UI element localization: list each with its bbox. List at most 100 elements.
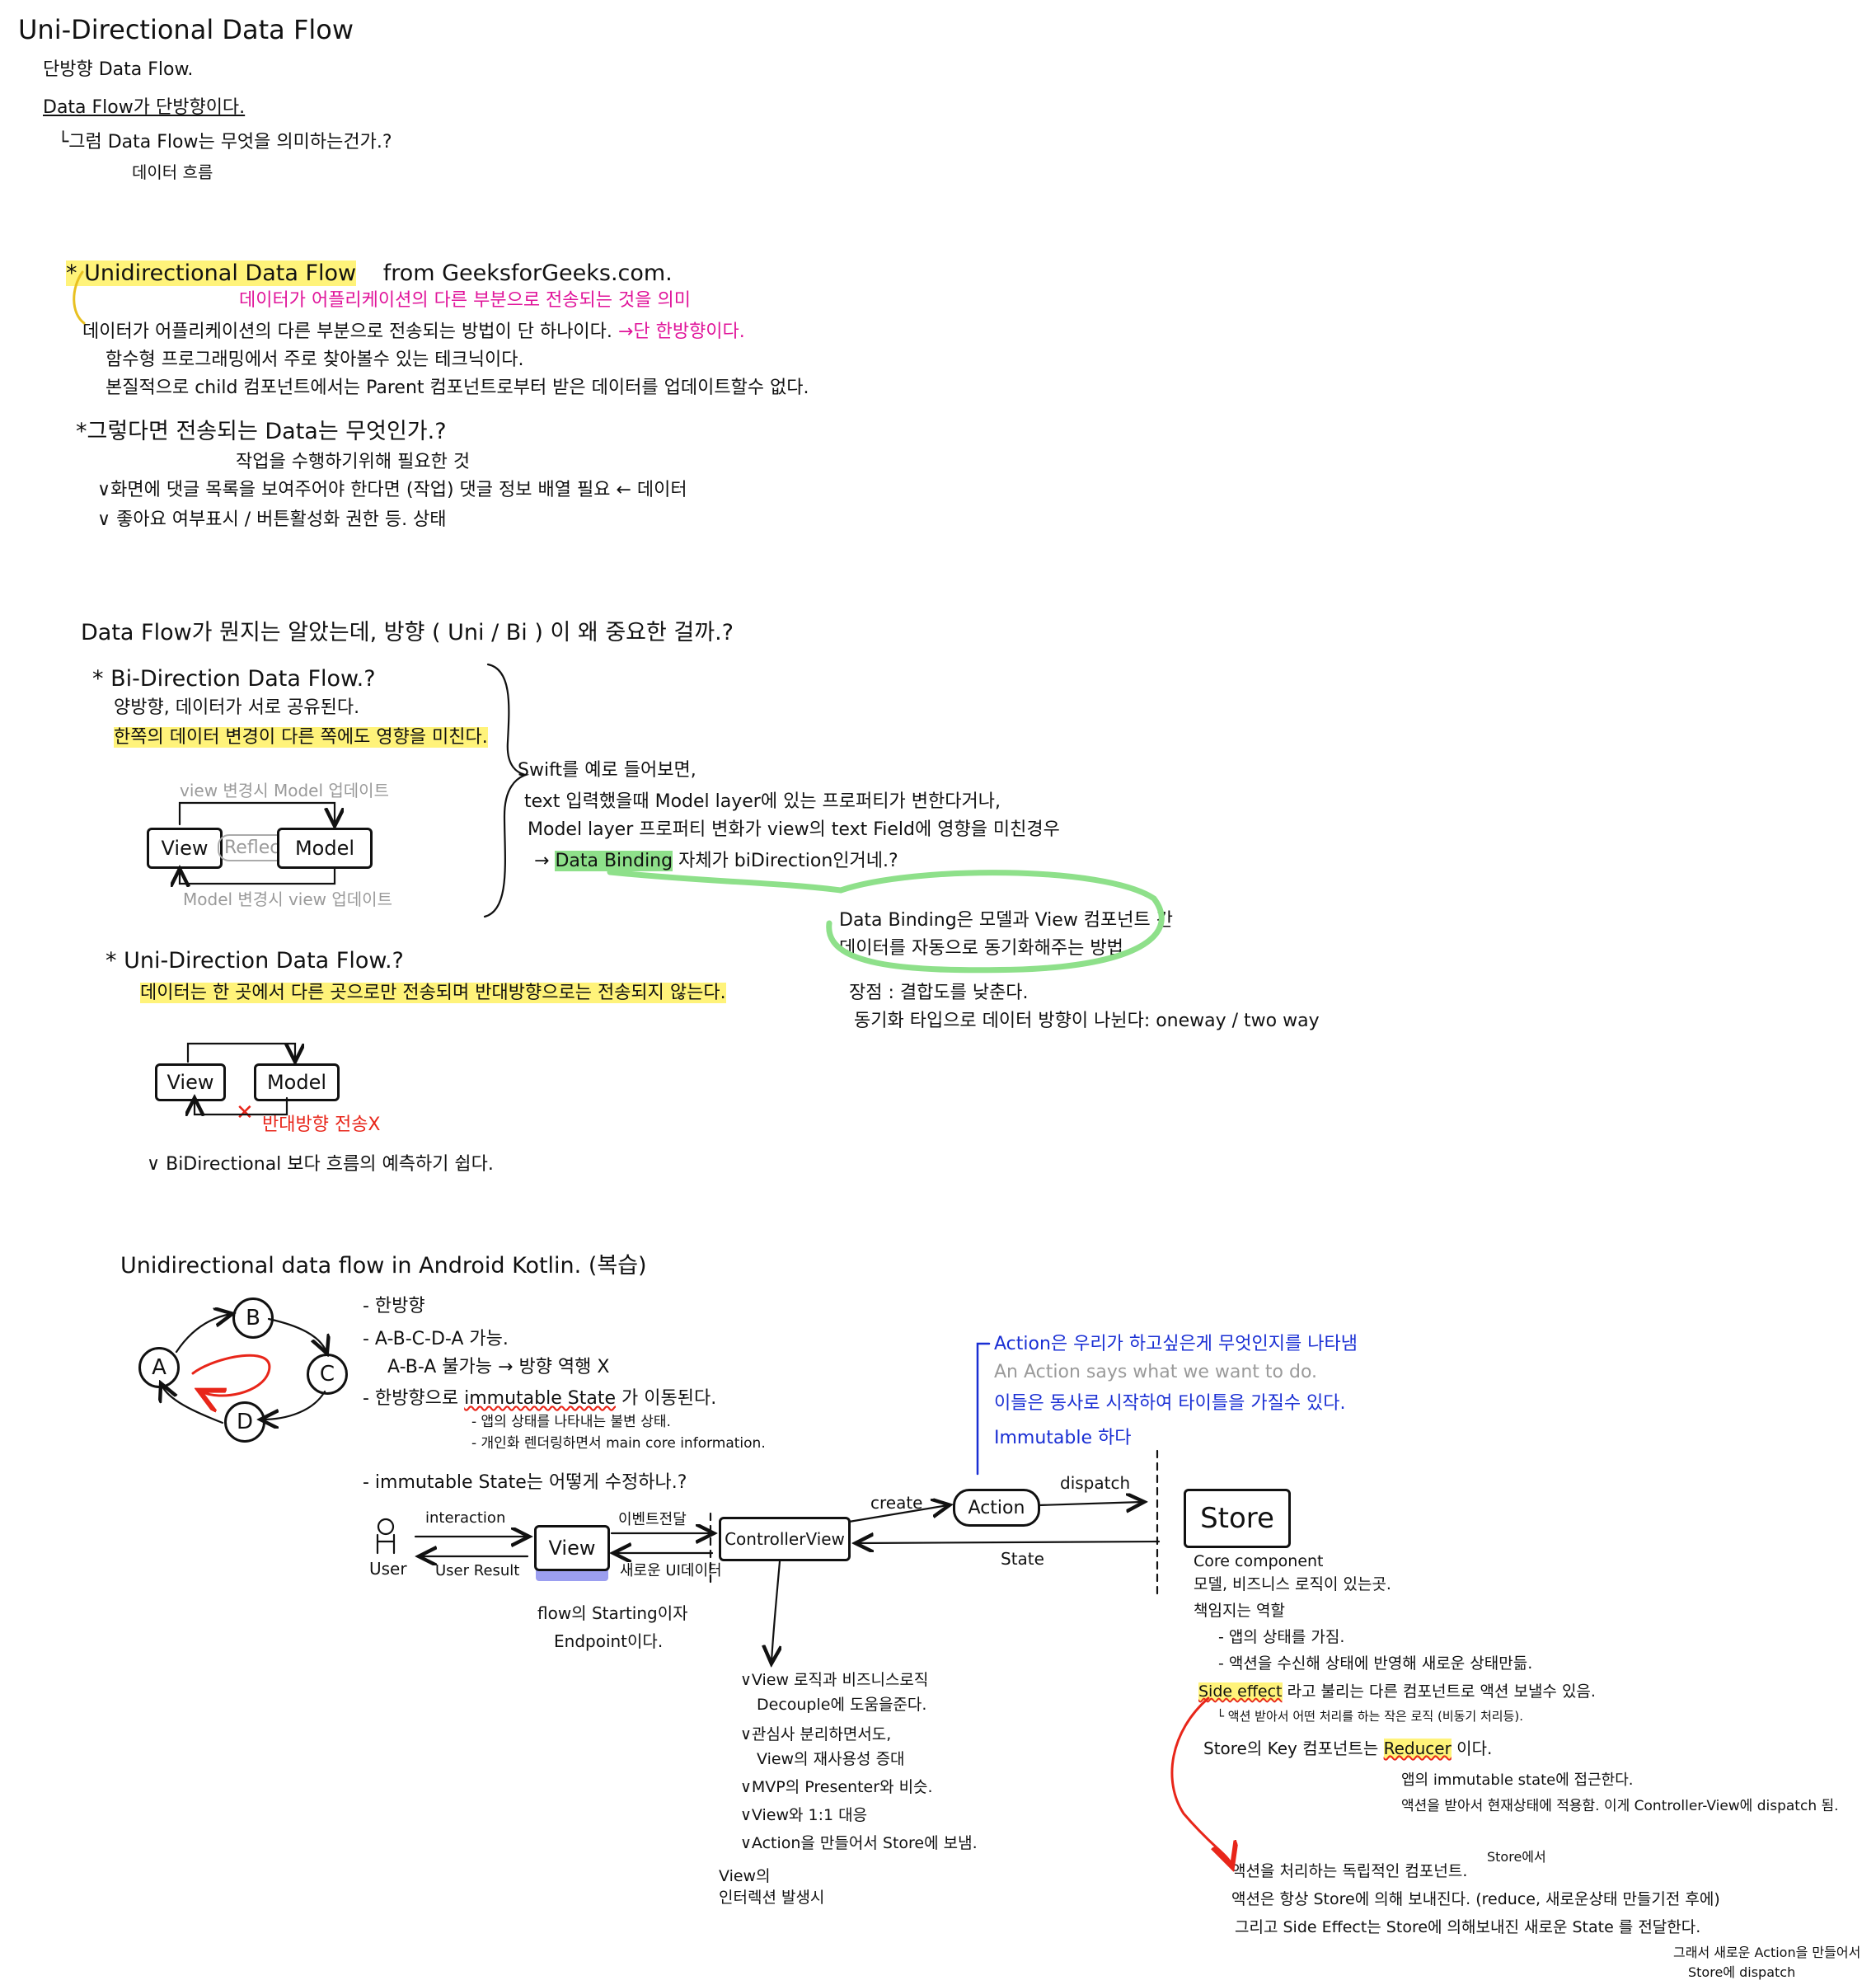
bi-reflect-label: Reflect [218,834,293,862]
store-note: 모델, 비즈니스 로직이 있는곳. [1194,1575,1391,1593]
create-label: create [870,1493,923,1513]
view-note: flow의 Starting이자 [537,1603,688,1623]
store-side-effect: Side effect 라고 불리는 다른 컴포넌트로 액션 보낼수 있음. [1198,1682,1596,1701]
action-box: Action [953,1489,1040,1527]
event-label: 이벤트전달 [618,1511,687,1528]
swift-line: → Data Binding 자체가 biDirection인거네.? [534,851,898,871]
controller-view-box: ControllerView [719,1517,851,1561]
cv-note: ∨View와 1:1 대응 [740,1806,868,1824]
reducer-note: 앱의 immutable state에 접근한다. [1401,1771,1634,1789]
android-sub-bullet: - 앱의 상태를 나타내는 불변 상태. [471,1414,671,1430]
bubble-line: 데이터를 자동으로 동기화해주는 방법 [839,938,1123,959]
store-key-pre: Store의 Key 컴포넌트는 [1203,1739,1379,1758]
store-key-post: 이다. [1456,1739,1493,1758]
cv-note: ∨관심사 분리하면서도, [740,1725,892,1743]
view-box: View [534,1525,610,1571]
bi-title: * Bi-Direction Data Flow.? [92,666,376,692]
store-key: Store의 Key 컴포넌트는 Reducer 이다. [1203,1739,1492,1758]
page-title: Uni-Directional Data Flow [18,14,354,45]
android-bullet: - A-B-C-D-A 가능. [363,1329,509,1349]
side-effect-note: 액션을 처리하는 독립적인 컴포넌트. [1231,1862,1468,1880]
side-effect-desc: 라고 불리는 다른 컴포넌트로 액션 보낼수 있음. [1287,1682,1596,1701]
header-line: 단방향 Data Flow. [43,59,194,80]
header-line: 데이터 흐름 [132,162,213,182]
swift-arrow: → [534,851,550,871]
geeks-definition: 데이터가 어플리케이션의 다른 부분으로 전송되는 것을 의미 [239,290,691,311]
user-label: User [369,1559,407,1579]
reducer-note: 액션을 받아서 현재상태에 적용함. 이게 Controller-View에 d… [1401,1798,1839,1814]
bi-model-box: Model [277,828,373,869]
data-binding-highlight: Data Binding [555,851,673,871]
header-line: └그럼 Data Flow는 무엇을 의미하는건가.? [58,132,392,153]
geeks-line-text: 데이터가 어플리케이션의 다른 부분으로 전송되는 방법이 단 하나이다. [82,321,612,342]
dispatch-label: dispatch [1060,1473,1131,1493]
action-note: Action은 우리가 하고싶은게 무엇인지를 나타냄 [994,1334,1358,1354]
geeks-heading-text: * Unidirectional Data Flow [66,260,357,286]
uni-reverse-label: 반대방향 전송X [262,1115,381,1135]
store-note: 책임지는 역할 [1194,1602,1285,1620]
geeks-line-note: →단 한방향이다. [617,321,745,342]
store-note: - 앱의 상태를 가짐. [1218,1628,1345,1646]
android-sub-bullet: - 개인화 렌더링하면서 main core information. [471,1435,766,1452]
side-effect-note: 액션은 항상 Store에 의해 보내진다. (reduce, 새로운상태 만들… [1231,1890,1720,1908]
uni-note: ∨ BiDirectional 보다 흐름의 예측하기 쉽다. [147,1154,494,1175]
android-bullet: - 한방향으로 immutable State 가 이동된다. [363,1388,716,1409]
bi-line: 양방향, 데이터가 서로 공유된다. [114,697,360,718]
direction-heading: Data Flow가 뭔지는 알았는데, 방향 ( Uni / Bi ) 이 왜… [81,620,734,645]
side-effect-note-right: Store에 dispatch [1688,1964,1796,1980]
store-box: Store [1184,1489,1291,1548]
side-effect-note: 그리고 Side Effect는 Store에 의해보내진 새로운 State … [1235,1918,1701,1936]
geeks-source: from GeeksforGeeks.com. [382,260,673,286]
android-heading: Unidirectional data flow in Android Kotl… [120,1253,647,1279]
swift-line-tail: 자체가 biDirection인거네.? [678,851,898,871]
uni-line-highlight: 데이터는 한 곳에서 다른 곳으로만 전송되며 반대방향으로는 전송되지 않는다… [140,983,726,1004]
swift-line: Swift를 예로 들어보면, [518,760,696,781]
cv-note: View의 재사용성 증대 [757,1750,905,1768]
view-note: Endpoint이다. [554,1631,664,1651]
interaction-label: interaction [425,1509,506,1527]
side-effect-sub: └ 액션 받아서 어떤 처리를 하는 작은 로직 (비동기 처리등). [1217,1709,1524,1724]
data-bullet: ∨화면에 댓글 목록을 보여주어야 한다면 (작업) 댓글 정보 배열 필요 ←… [97,480,687,500]
data-question: *그렇다면 전송되는 Data는 무엇인가.? [76,419,447,444]
android-bullet: - immutable State는 어떻게 수정하나.? [363,1472,687,1493]
uni-cross-icon: ✕ [236,1100,254,1125]
data-question-answer: 작업을 수행하기위해 필요한 것 [236,452,471,472]
action-note-en: An Action says what we want to do. [994,1362,1318,1382]
android-bullet: - 한방향 [363,1296,425,1316]
binding-pro: 장점 : 결합도를 낮춘다. [849,983,1029,1003]
android-bullet-pre: - 한방향으로 [363,1388,459,1409]
bubble-line: Data Binding은 모델과 View 컴포넌트 간 [839,910,1173,931]
user-result-label: User Result [435,1562,520,1579]
bi-line-highlight: 한쪽의 데이터 변경이 다른 쪽에도 영향을 미친다. [114,727,488,748]
cv-note: ∨Action을 만들어서 Store에 보냄. [740,1834,978,1852]
action-note: 이들은 동사로 시작하여 타이틀을 가질수 있다. [994,1393,1346,1414]
side-effect-term: Side effect [1198,1682,1283,1701]
bi-top-label: view 변경시 Model 업데이트 [180,781,389,800]
new-ui-data-label: 새로운 UI데이터 [620,1562,722,1579]
state-label: State [1001,1549,1044,1569]
swift-line: Model layer 프로퍼티 변화가 view의 text Field에 영… [528,819,1060,840]
cv-note: ∨View 로직과 비즈니스로직 [740,1671,929,1689]
geeks-heading: * Unidirectional Data Flow from Geeksfor… [66,260,673,286]
data-bullet: ∨ 좋아요 여부표시 / 버튼활성화 권한 등. 상태 [97,509,447,530]
geeks-line: 본질적으로 child 컴포넌트에서는 Parent 컴포넌트로부터 받은 데이… [106,378,809,398]
geeks-line: 함수형 프로그래밍에서 주로 찾아볼수 있는 테크닉이다. [106,350,524,370]
geeks-line: 데이터가 어플리케이션의 다른 부분으로 전송되는 방법이 단 하나이다. →단… [82,321,745,342]
cv-foot: 인터렉션 발생시 [719,1889,825,1907]
android-bullet-post: 가 이동된다. [621,1388,717,1409]
side-effect-note-right: 그래서 새로운 Action을 만들어서 [1673,1945,1861,1960]
android-bullet: A-B-A 불가능 → 방향 역행 X [387,1357,610,1377]
store-note: - 액션을 수신해 상태에 반영해 새로운 상태만듦. [1218,1654,1533,1673]
cv-foot: View의 [719,1867,771,1885]
side-effect-tag: Store에서 [1487,1849,1546,1865]
immutable-state-term: immutable State [464,1388,617,1409]
cv-note: Decouple에 도움을준다. [757,1696,927,1714]
swift-line: text 입력했을때 Model layer에 있는 프로퍼티가 변한다거나, [524,791,1001,812]
uni-model-box: Model [254,1063,340,1101]
store-note: Core component [1194,1552,1324,1570]
binding-types: 동기화 타입으로 데이터 방향이 나뉜다: oneway / two way [854,1011,1320,1031]
reducer-term: Reducer [1383,1739,1452,1758]
action-note: Immutable 하다 [994,1428,1132,1448]
header-line: Data Flow가 단방향이다. [43,97,246,118]
